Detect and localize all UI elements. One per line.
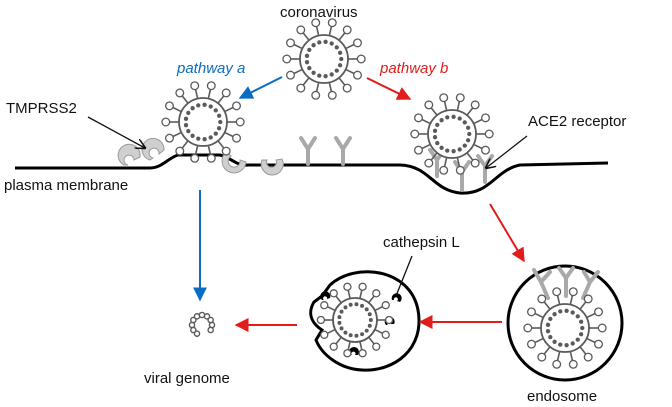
ace2-pointer xyxy=(486,135,528,168)
plasma-membrane-line xyxy=(15,153,609,195)
pathway-a-label: pathway a xyxy=(176,60,245,77)
coronavirus-particle-top xyxy=(282,18,366,100)
tmprss2-label: TMPRSS2 xyxy=(6,100,77,117)
ace2-receptors-membrane xyxy=(299,136,494,192)
coronavirus-label: coronavirus xyxy=(280,4,358,21)
viral-genome-label: viral genome xyxy=(144,370,230,387)
late-endosome-vesicle xyxy=(309,270,421,372)
coronavirus-particle-late-endosome xyxy=(316,282,394,358)
pathway-b-arrow-top xyxy=(366,77,412,100)
endosome-label: endosome xyxy=(527,388,597,405)
cathepsin-l-label: cathepsin L xyxy=(383,234,460,251)
ace2-receptor-label: ACE2 receptor xyxy=(528,113,626,130)
endosome-vesicle xyxy=(506,264,624,382)
tmprss2-proteases xyxy=(117,138,284,176)
pathway-b-arrow-to-endosome xyxy=(489,203,525,263)
tmprss2-pointer xyxy=(87,116,145,148)
plasma-membrane-label: plasma membrane xyxy=(4,177,128,194)
ace2-receptors-endosome xyxy=(532,266,600,300)
pathway-b-label: pathway b xyxy=(379,60,448,77)
coronavirus-particle-pathway-a xyxy=(161,81,245,163)
coronavirus-particle-pathway-b xyxy=(410,93,494,175)
viral-genome-particle xyxy=(188,311,216,337)
coronavirus-particle-endosome xyxy=(523,287,607,369)
pathway-a-arrow-top xyxy=(238,76,283,99)
cathepsin-pointer xyxy=(395,255,413,297)
